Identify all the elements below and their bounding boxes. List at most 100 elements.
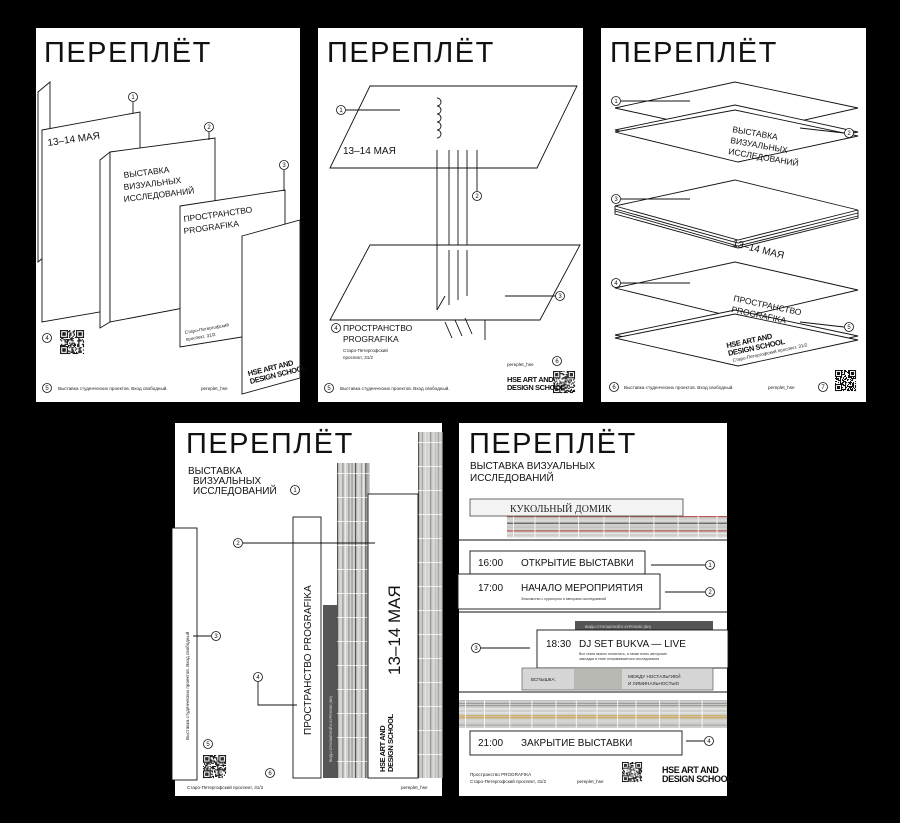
qr-module [207, 767, 209, 769]
qr-module [625, 767, 627, 769]
qr-module [624, 767, 626, 769]
qr-module [837, 376, 839, 378]
qr-module [635, 777, 637, 779]
svg-text:3: 3 [214, 634, 218, 640]
qr-module [635, 765, 637, 767]
qr-module [571, 371, 573, 373]
qr-module [205, 759, 207, 761]
qr-module [210, 761, 212, 763]
qr-module [846, 377, 848, 379]
qr-code[interactable] [622, 762, 643, 783]
qr-module [205, 767, 207, 769]
qr-code[interactable] [553, 371, 576, 394]
qr-module [628, 780, 630, 782]
qr-module [217, 767, 219, 769]
qr-module [563, 389, 565, 391]
qr-module [211, 755, 213, 757]
qr-module [71, 342, 73, 344]
qr-module [69, 331, 71, 333]
schedule-desc: Знакомство с куратором и авторами исслед… [521, 597, 606, 601]
qr-module [627, 765, 629, 767]
qr-module [563, 391, 565, 394]
qr-module [219, 774, 221, 776]
qr-module [838, 373, 840, 375]
qr-module [554, 385, 556, 387]
qr-module [625, 778, 627, 780]
qr-module [851, 370, 853, 372]
qr-module [215, 769, 217, 771]
qr-module [568, 379, 570, 381]
qr-module [205, 758, 207, 760]
qr-module [845, 384, 847, 386]
qr-module [218, 755, 220, 757]
qr-module [66, 351, 69, 353]
qr-module [80, 332, 82, 334]
qr-module [567, 376, 569, 378]
qr-module [837, 374, 839, 376]
qr-code[interactable] [203, 755, 227, 779]
qr-module [555, 391, 557, 394]
svg-text:2: 2 [475, 194, 479, 200]
qr-module [567, 373, 569, 375]
qr-module [637, 762, 639, 764]
qr-module [224, 762, 227, 764]
qr-module [207, 773, 209, 775]
qr-module [573, 390, 576, 393]
qr-module [564, 390, 566, 393]
qr-module [622, 780, 624, 782]
qr-module [852, 379, 854, 381]
qr-module [848, 375, 850, 377]
qr-module [851, 382, 853, 384]
photo-stripe [459, 715, 727, 717]
qr-module [561, 384, 563, 386]
poster-title: ПЕРЕПЛЁТ [610, 37, 778, 69]
qr-code[interactable] [60, 330, 85, 355]
qr-module [207, 762, 209, 764]
qr-module [80, 351, 82, 353]
qr-module [631, 781, 633, 783]
qr-code[interactable] [835, 370, 857, 392]
address-text: Старо-Петергофский проспект, 31/2 [470, 778, 547, 784]
qr-module [62, 344, 64, 347]
qr-module [572, 390, 575, 393]
qr-module [841, 377, 843, 379]
qr-module [571, 377, 573, 379]
qr-module [844, 371, 846, 373]
qr-module [837, 384, 839, 386]
qr-module [209, 768, 211, 770]
photo-stripe [418, 586, 442, 587]
footer-note: Выставка студенческих проектов. Вход сво… [184, 631, 190, 740]
qr-module [72, 352, 74, 355]
qr-module [205, 773, 207, 775]
qr-module [631, 764, 633, 766]
qr-module [625, 763, 627, 765]
qr-module [639, 777, 641, 779]
qr-module [845, 383, 847, 385]
qr-module [218, 763, 220, 765]
qr-module [838, 378, 840, 380]
photo-stripe [348, 463, 350, 778]
qr-module [573, 377, 576, 379]
qr-module [221, 759, 223, 761]
photo-stripe [459, 720, 727, 722]
svg-text:1: 1 [131, 95, 135, 101]
qr-module [553, 378, 555, 380]
handle-link[interactable]: pereplet_hse [401, 785, 428, 790]
qr-module [639, 768, 641, 770]
qr-module [205, 757, 207, 759]
qr-module [569, 374, 571, 376]
qr-module [851, 373, 853, 375]
qr-module [74, 352, 77, 355]
handle-link[interactable]: pereplet_hse [507, 362, 534, 367]
qr-module [60, 346, 62, 348]
qr-module [207, 761, 209, 763]
handle-link[interactable]: pereplet_hse [577, 779, 604, 784]
qr-module [213, 755, 216, 757]
photo-stripe [418, 682, 442, 683]
qr-module [559, 371, 561, 373]
qr-module [850, 388, 852, 390]
marker-1: 1 [128, 92, 138, 102]
schedule-time: 18:30 [546, 639, 571, 650]
handle-link[interactable]: pereplet_hse [201, 386, 228, 391]
handle-link[interactable]: pereplet_hse [768, 385, 795, 390]
